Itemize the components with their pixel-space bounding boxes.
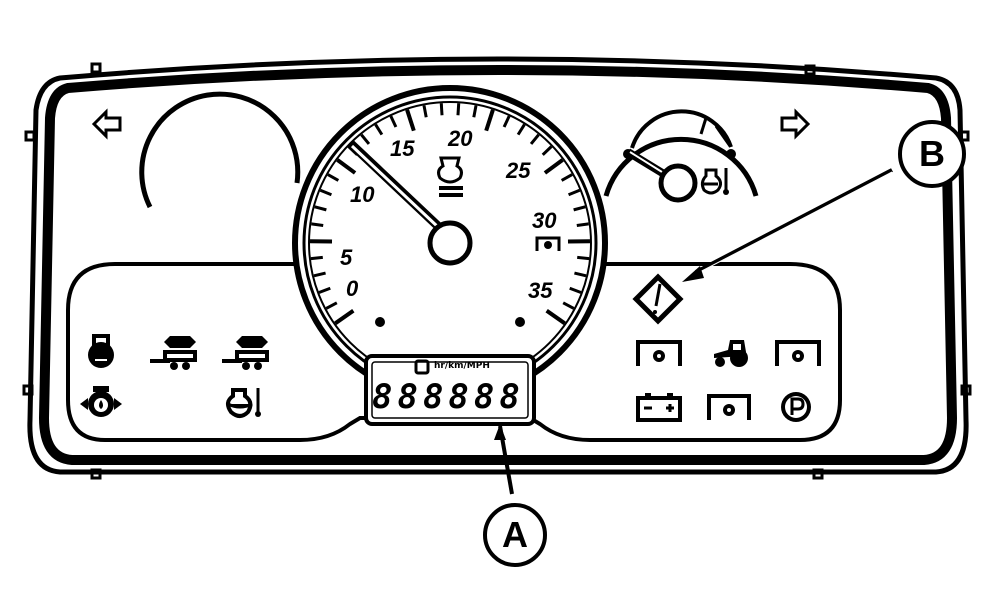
tach-label-25: 25 bbox=[506, 160, 530, 182]
needle-hub bbox=[430, 223, 470, 263]
coolant-temperature-icon bbox=[702, 168, 729, 195]
gear-indicator-3 bbox=[709, 396, 749, 420]
pto-engaged-indicator-1 bbox=[150, 336, 196, 370]
fuel-gauge bbox=[606, 111, 756, 200]
fuel-needle-hub bbox=[661, 166, 695, 200]
tach-label-5: 5 bbox=[340, 247, 352, 269]
lcd-caption: hr/km/MPH bbox=[434, 362, 490, 371]
tractor-indicator bbox=[714, 340, 748, 367]
glow-plug-indicator bbox=[88, 336, 114, 368]
pto-engaged-indicator-2 bbox=[222, 336, 268, 370]
gear-indicator-1 bbox=[638, 342, 680, 366]
battery-charge-indicator bbox=[638, 393, 680, 420]
left-gauge-arc bbox=[142, 94, 298, 207]
parking-brake-indicator bbox=[781, 392, 811, 422]
callout-b-label: B bbox=[914, 136, 950, 172]
tach-label-35: 35 bbox=[528, 280, 552, 302]
tach-label-10: 10 bbox=[350, 184, 374, 206]
coolant-temperature-indicator bbox=[228, 388, 261, 417]
right-arrow-icon bbox=[782, 112, 808, 136]
lcd-digits: 888888 bbox=[372, 380, 525, 414]
tach-label-0: 0 bbox=[346, 278, 358, 300]
tach-label-20: 20 bbox=[448, 128, 472, 150]
engine-oil-pressure-indicator bbox=[80, 386, 122, 417]
master-warning-indicator bbox=[636, 277, 680, 321]
gear-indicator-2 bbox=[777, 342, 819, 366]
tach-label-30: 30 bbox=[532, 210, 556, 232]
tach-label-15: 15 bbox=[390, 138, 414, 160]
left-arrow-icon bbox=[94, 112, 120, 136]
callout-a-label: A bbox=[497, 517, 533, 553]
